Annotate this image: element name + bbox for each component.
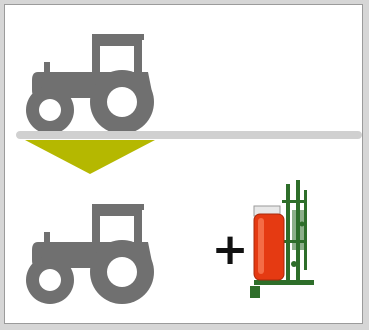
sprayer-icon [248,180,338,300]
divider-line [16,131,362,139]
plus-sign: + [210,230,250,270]
tractor-icon-bottom [22,202,158,306]
tractor-icon-top [22,32,158,136]
arrow-down-icon [25,140,155,176]
